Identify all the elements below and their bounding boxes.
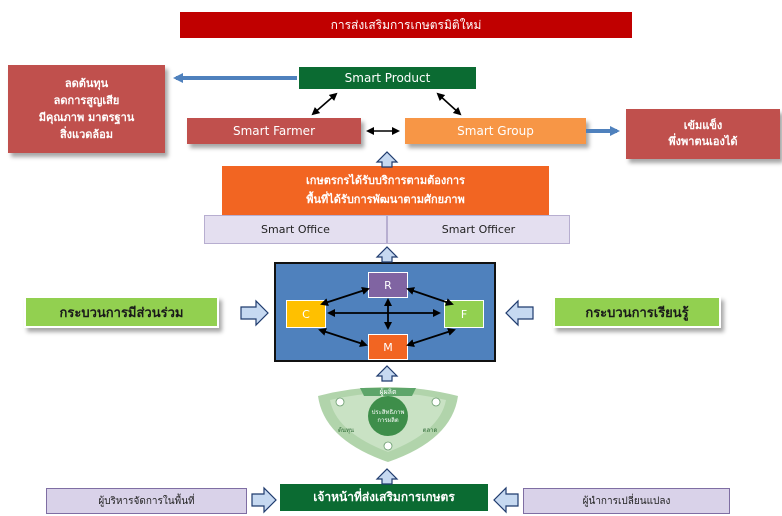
r-f-arrow bbox=[406, 287, 454, 306]
area-manager-box: ผู้บริหารจัดการในพื้นที่ bbox=[46, 488, 247, 514]
change-leader-box: ผู้นำการเปลี่ยนแปลง bbox=[523, 488, 730, 514]
node-m: M bbox=[368, 334, 408, 360]
cycle-right-label: ตลาด bbox=[423, 427, 438, 434]
cycle-top-label: ผู้ผลิต bbox=[379, 388, 396, 396]
r-c-arrow bbox=[320, 287, 370, 306]
smart-farmer-box: Smart Farmer bbox=[187, 118, 361, 144]
up-arrow-4 bbox=[375, 468, 399, 485]
node-c: C bbox=[286, 300, 326, 328]
product-farmer-arrow bbox=[311, 92, 338, 116]
up-arrow-3 bbox=[375, 365, 399, 382]
extension-officer-box: เจ้าหน้าที่ส่งเสริมการเกษตร bbox=[280, 484, 488, 511]
up-arrow-2 bbox=[375, 246, 399, 263]
learning-process-box: กระบวนการเรียนรู้ bbox=[553, 296, 721, 328]
group-outcomes-box: เข้มแข็ง พึ่งพาตนเองได้ bbox=[626, 109, 780, 159]
cycle-center-label-1: ประสิทธิภาพ bbox=[372, 409, 405, 416]
f-m-arrow bbox=[406, 328, 456, 347]
smart-group-box: Smart Group bbox=[405, 118, 586, 144]
diagram-title: การส่งเสริมการเกษตรมิติใหม่ bbox=[180, 12, 632, 38]
bottom-left-block-arrow bbox=[251, 486, 277, 514]
smart-office-box: Smart Office bbox=[204, 215, 387, 244]
cycle-center-label-2: การผลิต bbox=[377, 417, 398, 424]
bottom-right-block-arrow bbox=[493, 486, 519, 514]
participation-process-box: กระบวนการมีส่วนร่วม bbox=[24, 296, 219, 328]
up-arrow-1 bbox=[375, 151, 399, 168]
right-block-arrow-left bbox=[240, 299, 269, 327]
left-block-arrow-right bbox=[505, 299, 534, 327]
product-outcomes-box: ลดต้นทุน ลดการสูญเสีย มีคุณภาพ มาตรฐาน ส… bbox=[8, 65, 165, 153]
cycle-left-label: ต้นทุน bbox=[338, 427, 354, 434]
farmer-service-box: เกษตรกรได้รับบริการตามต้องการ พื้นที่ได้… bbox=[222, 166, 549, 215]
product-group-arrow bbox=[436, 92, 462, 116]
smart-officer-box: Smart Officer bbox=[387, 215, 570, 244]
production-cycle-graphic: ผู้ผลิต ประสิทธิภาพ การผลิต ต้นทุน ตลาด bbox=[318, 387, 458, 462]
smart-product-box: Smart Product bbox=[297, 65, 478, 91]
node-r: R bbox=[368, 272, 408, 298]
c-m-arrow bbox=[318, 328, 368, 347]
